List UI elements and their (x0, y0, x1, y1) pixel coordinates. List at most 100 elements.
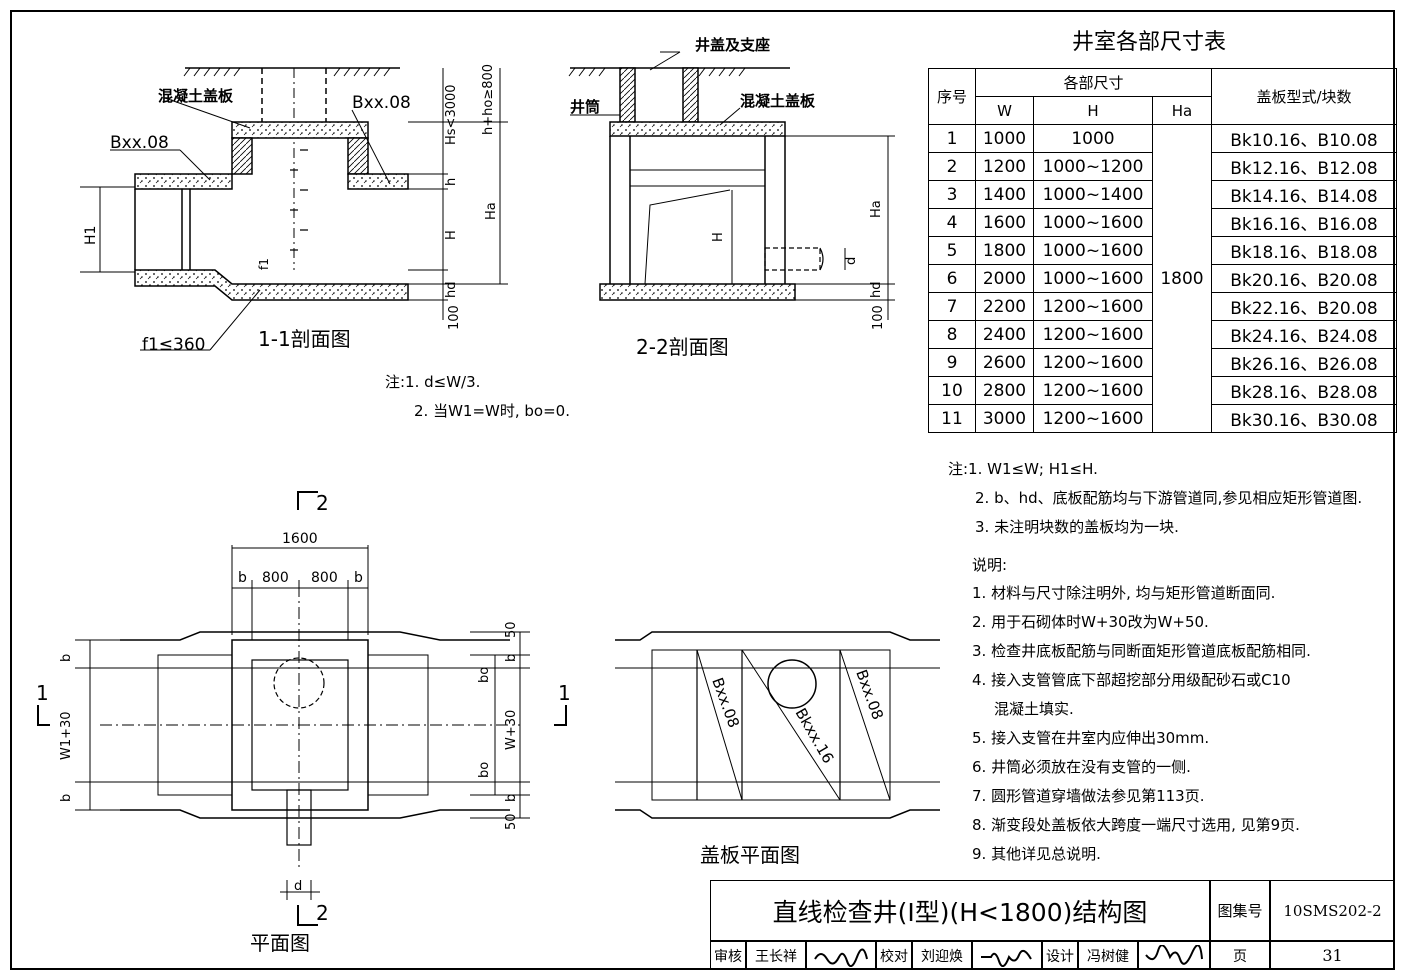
cell-W: 3000 (975, 404, 1034, 433)
section-1-1 (80, 67, 508, 351)
plan-dim-b-right: b (354, 570, 363, 586)
label-ho: h+ho≥800 (481, 64, 496, 135)
cell-W: 2600 (975, 348, 1034, 377)
label-f1-small: f1 (257, 258, 271, 270)
cell-no: 9 (928, 348, 976, 377)
atlas-no: 10SMS202-2 (1270, 880, 1395, 941)
cover-label-a: Bxx.08 (708, 675, 743, 730)
review-label: 审核 (710, 941, 746, 970)
section-2-2 (568, 51, 895, 320)
section-1-1-title: 1-1剖面图 (258, 327, 351, 351)
cell-H: 1200~1600 (1033, 404, 1153, 433)
label-concrete-cover-2: 混凝土盖板 (740, 92, 816, 110)
label-well-shaft: 井筒 (570, 98, 600, 116)
designer-name: 冯树健 (1078, 941, 1138, 970)
plan-dim-d: d (294, 879, 302, 894)
reviewer-name: 王长祥 (746, 941, 806, 970)
note-left-1: 注:1. d≤W/3. (385, 373, 480, 391)
cell-W: 2000 (975, 264, 1034, 293)
plan-dim-W30: W+30 (504, 710, 519, 750)
plan-view (37, 491, 567, 926)
label-H1: H1 (83, 226, 99, 245)
cell-no: 3 (928, 180, 976, 209)
cell-W: 1600 (975, 208, 1034, 237)
signature-icon (981, 949, 1032, 967)
label-Ha-2: Ha (869, 200, 884, 218)
cell-cover: Bk14.16、B14.08 (1211, 180, 1397, 209)
label-100: 100 (447, 305, 462, 330)
cell-W: 1800 (975, 236, 1034, 265)
explanation-item: 混凝土填实. (994, 700, 1074, 718)
cell-cover: Bk30.16、B30.08 (1211, 404, 1397, 433)
cell-no: 2 (928, 152, 976, 181)
cell-H: 1000~1600 (1033, 236, 1153, 265)
designer-signature (1138, 941, 1210, 970)
header-cover: 盖板型式/块数 (1211, 68, 1397, 125)
checker-name: 刘迎焕 (912, 941, 972, 970)
cell-H: 1000~1200 (1033, 152, 1153, 181)
header-H: H (1033, 96, 1153, 125)
label-bxx08-b: Bxx.08 (110, 133, 169, 153)
explanation-title: 说明: (972, 556, 1008, 574)
explanation-item: 3. 检查井底板配筋与同断面矩形管道底板配筋相同. (972, 642, 1311, 660)
cover-label-c: Bxx.08 (852, 667, 887, 722)
table-note-2: 2. b、hd、底板配筋均与下游管道同,参见相应矩形管道图. (975, 489, 1363, 507)
cell-no: 6 (928, 264, 976, 293)
cell-no: 8 (928, 320, 976, 349)
plan-dim-W1-30: W1+30 (59, 711, 74, 760)
label-h: h (444, 178, 459, 186)
cell-H: 1000 (1033, 124, 1153, 153)
cell-cover: Bk22.16、B20.08 (1211, 292, 1397, 321)
label-hd: hd (444, 282, 459, 299)
drawing-title: 直线检查井(Ⅰ型)(H<1800)结构图 (710, 880, 1210, 941)
cell-cover: Bk12.16、B12.08 (1211, 152, 1397, 181)
label-concrete-cover-1: 混凝土盖板 (158, 87, 234, 105)
design-label: 设计 (1042, 941, 1078, 970)
cover-plan-view (615, 631, 940, 819)
label-H: H (444, 230, 459, 240)
cell-H: 1000~1600 (1033, 264, 1153, 293)
label-hd-2: hd (869, 282, 884, 299)
section-2-2-title: 2-2剖面图 (636, 335, 729, 359)
plan-dim-b-l1: b (59, 654, 74, 662)
cell-H: 1200~1600 (1033, 292, 1153, 321)
cell-H: 1200~1600 (1033, 320, 1153, 349)
plan-dim-bo-bottom: bo (477, 762, 492, 778)
cell-cover: Bk18.16、B18.08 (1211, 236, 1397, 265)
check-label: 校对 (876, 941, 912, 970)
explanation-item: 9. 其他详见总说明. (972, 845, 1101, 863)
drawing-frame (10, 10, 1395, 970)
cell-W: 1200 (975, 152, 1034, 181)
label-well-cover-seat: 井盖及支座 (695, 36, 770, 54)
table-title: 井室各部尺寸表 (1072, 30, 1227, 55)
cell-cover: Bk10.16、B10.08 (1211, 124, 1397, 153)
plan-dim-1600: 1600 (282, 531, 318, 547)
cell-cover: Bk20.16、B20.08 (1211, 264, 1397, 293)
label-Ha: Ha (484, 202, 499, 220)
cell-no: 7 (928, 292, 976, 321)
label-Hs: Hs<3000 (444, 84, 459, 145)
plan-dim-bo-top: bo (477, 667, 492, 683)
cell-W: 1000 (975, 124, 1034, 153)
cover-plan-title: 盖板平面图 (700, 843, 800, 867)
cell-W: 1400 (975, 180, 1034, 209)
explanation-item: 4. 接入支管管底下部超挖部分用级配砂石或C10 (972, 671, 1291, 689)
cell-H: 1000~1600 (1033, 208, 1153, 237)
cell-W: 2800 (975, 376, 1034, 405)
cell-no: 4 (928, 208, 976, 237)
page-label: 页 (1210, 941, 1270, 970)
explanation-item: 5. 接入支管在井室内应伸出30mm. (972, 729, 1210, 747)
cell-Ha: 1800 (1152, 124, 1212, 433)
